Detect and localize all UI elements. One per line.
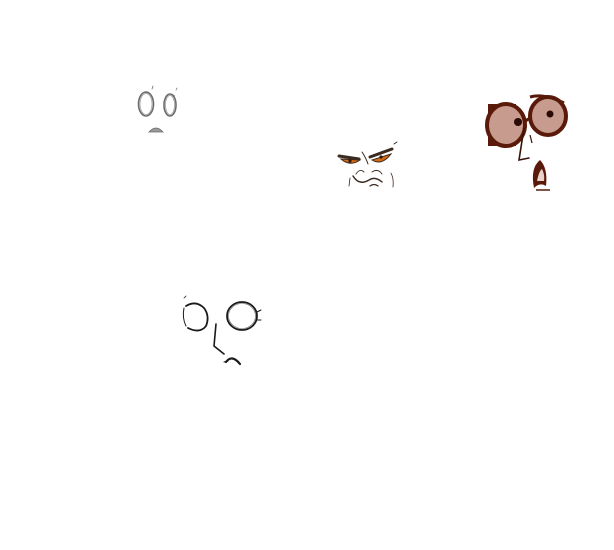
worried-face-line-sketch-icon: [182, 295, 262, 366]
angry-face-sketch-icon: [337, 141, 398, 188]
shocked-face-with-glasses-sketch-icon: [485, 94, 568, 191]
surprised-face-pencil-sketch-icon: [137, 85, 178, 133]
